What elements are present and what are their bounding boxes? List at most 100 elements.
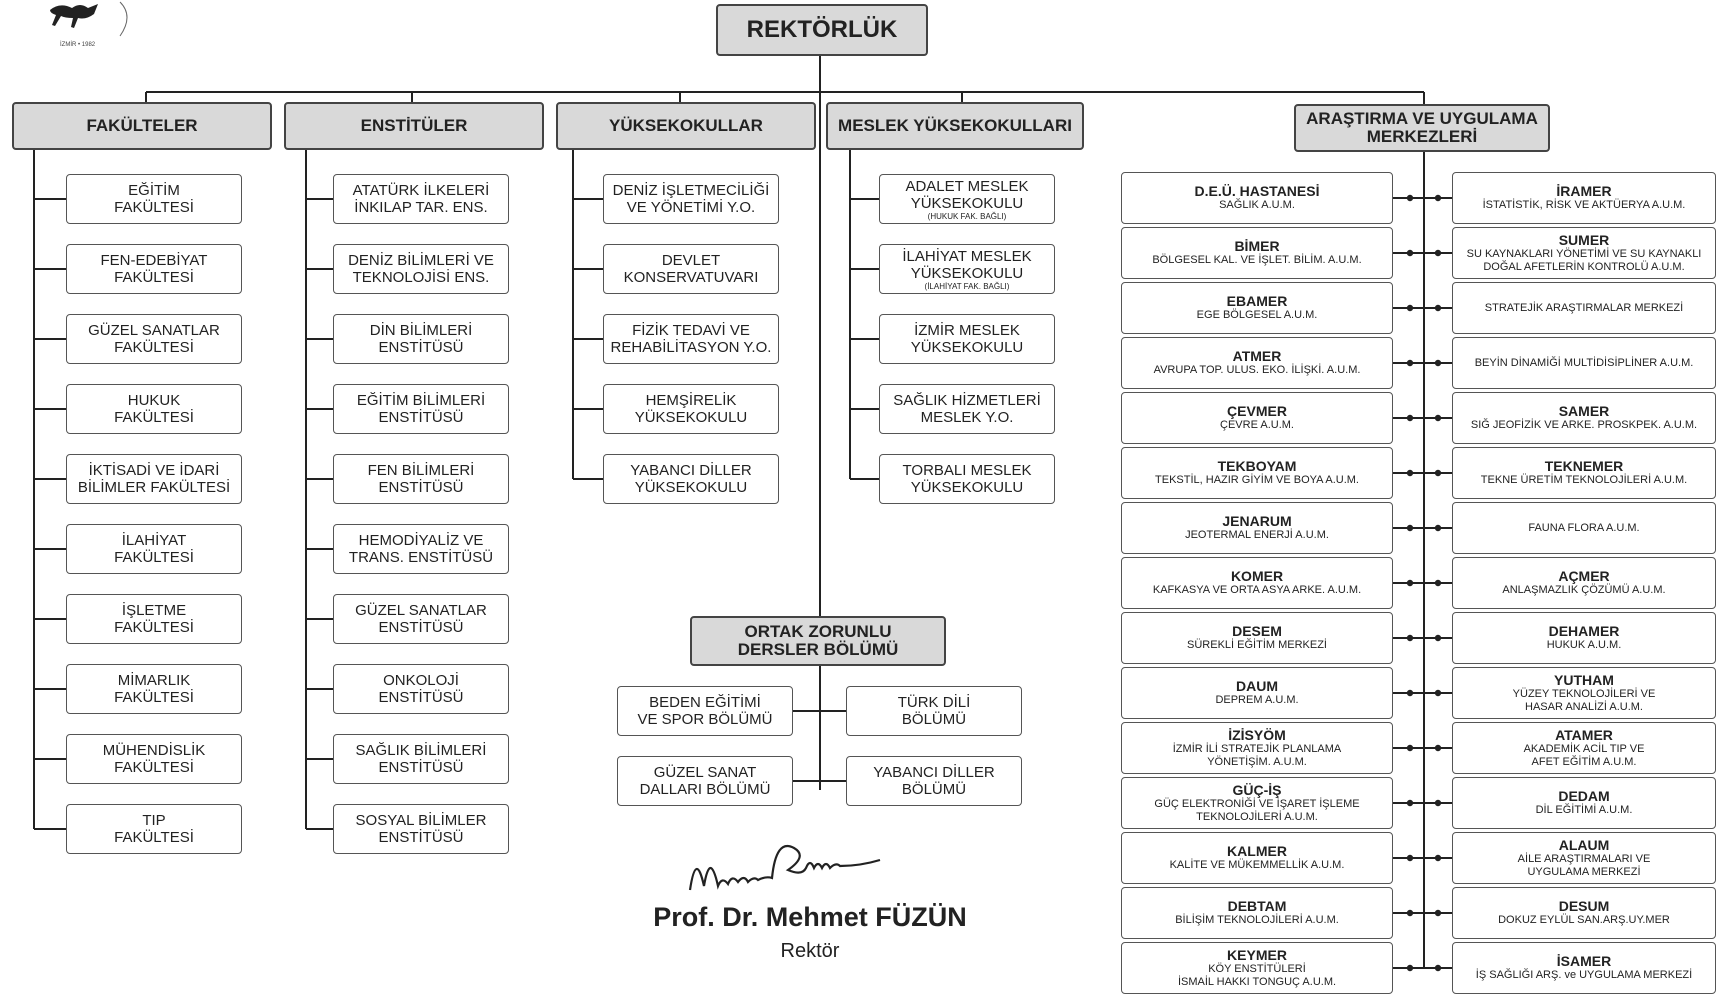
- institute-box: FEN BİLİMLERİ ENSTİTÜSÜ: [333, 454, 509, 504]
- faculty-box: GÜZEL SANATLAR FAKÜLTESİ: [66, 314, 242, 364]
- research-center-abbr: JENARUM: [1222, 513, 1292, 529]
- arastirma-merkezleri-header: ARAŞTIRMA VE UYGULAMA MERKEZLERİ: [1294, 104, 1550, 152]
- connector-dot: [1406, 469, 1414, 477]
- enstituler-header: ENSTİTÜLER: [284, 102, 544, 150]
- research-center-abbr: DEBTAM: [1227, 898, 1287, 914]
- research-center-name: DOKUZ EYLÜL SAN.ARŞ.UY.MER: [1498, 914, 1670, 926]
- research-center-abbr: İSAMER: [1556, 953, 1612, 969]
- research-center-abbr: EBAMER: [1226, 293, 1288, 309]
- research-center-name: AİLE ARAŞTIRMALARI VE UYGULAMA MERKEZİ: [1517, 852, 1651, 878]
- connector-dot: [1434, 359, 1442, 367]
- meslek-yuksekokullari-header: MESLEK YÜKSEKOKULLARI: [826, 102, 1084, 150]
- research-center-abbr: ATAMER: [1555, 726, 1613, 743]
- common-course-dept-box: BEDEN EĞİTİMİ VE SPOR BÖLÜMÜ: [617, 686, 793, 736]
- research-center-abbr: DESUM: [1558, 898, 1610, 914]
- connector-dot: [1434, 964, 1442, 972]
- research-center-abbr: İZİSYÖM: [1228, 726, 1286, 743]
- research-center-box: STRATEJİK ARAŞTIRMALAR MERKEZİ: [1452, 282, 1716, 334]
- yuksekokullar-header: YÜKSEKOKULLAR: [556, 102, 816, 150]
- vocational-school-name: SAĞLIK HİZMETLERİ MESLEK Y.O.: [893, 392, 1041, 426]
- vocational-school-name: ADALET MESLEK YÜKSEKOKULU: [905, 177, 1029, 212]
- research-center-name: GÜÇ ELEKTRONİĞİ VE İŞARET İŞLEME TEKNOLO…: [1154, 797, 1360, 823]
- research-center-box: BEYİN DİNAMİĞİ MULTİDİSİPLİNER A.U.M.: [1452, 337, 1716, 389]
- institute-box: ATATÜRK İLKELERİ İNKILAP TAR. ENS.: [333, 174, 509, 224]
- research-center-name: FAUNA FLORA A.U.M.: [1528, 521, 1640, 534]
- research-center-abbr: BİMER: [1234, 238, 1280, 254]
- faculty-box: EĞİTİM FAKÜLTESİ: [66, 174, 242, 224]
- research-center-abbr: ÇEVMER: [1227, 403, 1287, 419]
- research-center-name: BEYİN DİNAMİĞİ MULTİDİSİPLİNER A.U.M.: [1474, 356, 1694, 369]
- research-center-abbr: İRAMER: [1556, 183, 1612, 199]
- research-center-abbr: TEKNEMER: [1544, 458, 1624, 474]
- university-logo: İZMİR • 1982: [40, 0, 150, 55]
- institute-box: GÜZEL SANATLAR ENSTİTÜSÜ: [333, 594, 509, 644]
- research-center-abbr: D.E.Ü. HASTANESİ: [1194, 183, 1320, 199]
- connector-dot: [1406, 359, 1414, 367]
- research-center-name: EGE BÖLGESEL A.U.M.: [1196, 309, 1318, 321]
- research-center-abbr: ATMER: [1232, 348, 1282, 364]
- connector-dot: [1406, 579, 1414, 587]
- research-center-abbr: SAMER: [1558, 403, 1610, 419]
- research-center-name: AKADEMİK ACİL TIP VE AFET EĞİTİM A.U.M.: [1523, 742, 1645, 768]
- research-center-name: SAĞLIK A.U.M.: [1219, 199, 1295, 211]
- connector-dot: [1434, 249, 1442, 257]
- research-center-name: İŞ SAĞLIĞI ARŞ. ve UYGULAMA MERKEZİ: [1475, 969, 1693, 981]
- ortak-zorunlu-dersler-header: ORTAK ZORUNLU DERSLER BÖLÜMÜ: [690, 616, 946, 666]
- connector-dot: [1406, 414, 1414, 422]
- research-center-name: STRATEJİK ARAŞTIRMALAR MERKEZİ: [1484, 301, 1684, 314]
- research-center-abbr: GÜÇ-İŞ: [1232, 781, 1282, 798]
- research-center-name: İZMİR İLİ STRATEJİK PLANLAMA YÖNETİŞİM. …: [1172, 742, 1342, 768]
- connector-dot: [1406, 854, 1414, 862]
- research-center-name: TEKSTİL, HAZIR GİYİM VE BOYA A.U.M.: [1155, 474, 1359, 486]
- research-center-name: YÜZEY TEKNOLOJİLERİ VE HASAR ANALİZİ A.U…: [1512, 687, 1656, 713]
- common-course-dept-box: YABANCI DİLLER BÖLÜMÜ: [846, 756, 1022, 806]
- connector-dot: [1434, 304, 1442, 312]
- connector-dot: [1434, 689, 1442, 697]
- vocational-school-note: (İLAHİYAT FAK. BAĞLI): [924, 281, 1010, 291]
- research-center-name: SIĞ JEOFİZİK VE ARKE. PROSKPEK. A.U.M.: [1470, 419, 1698, 431]
- connector-dot: [1434, 579, 1442, 587]
- connector-dot: [1406, 194, 1414, 202]
- research-center-name: KAFKASYA VE ORTA ASYA ARKE. A.U.M.: [1152, 584, 1362, 596]
- faculty-box: HUKUK FAKÜLTESİ: [66, 384, 242, 434]
- faculty-box: İKTİSADİ VE İDARİ BİLİMLER FAKÜLTESİ: [66, 454, 242, 504]
- research-center-box: FAUNA FLORA A.U.M.: [1452, 502, 1716, 554]
- connector-dot: [1406, 524, 1414, 532]
- connector-dot: [1406, 799, 1414, 807]
- research-center-abbr: DESEM: [1232, 623, 1282, 639]
- logo-text: İZMİR • 1982: [60, 41, 96, 48]
- research-center-name: DEPREM A.U.M.: [1215, 694, 1299, 706]
- institute-box: EĞİTİM BİLİMLERİ ENSTİTÜSÜ: [333, 384, 509, 434]
- research-center-name: BÖLGESEL KAL. VE İŞLET. BİLİM. A.U.M.: [1152, 254, 1362, 266]
- connector-dot: [1434, 469, 1442, 477]
- institute-box: DİN BİLİMLERİ ENSTİTÜSÜ: [333, 314, 509, 364]
- faculty-box: FEN-EDEBİYAT FAKÜLTESİ: [66, 244, 242, 294]
- connector-dot: [1406, 689, 1414, 697]
- connector-dot: [1406, 964, 1414, 972]
- connector-dot: [1406, 909, 1414, 917]
- school-box: DENİZ İŞLETMECİLİĞİ VE YÖNETİMİ Y.O.: [603, 174, 779, 224]
- fakulteler-header: FAKÜLTELER: [12, 102, 272, 150]
- research-center-abbr: TEKBOYAM: [1217, 458, 1297, 474]
- research-center-name: AVRUPA TOP. ULUS. EKO. İLİŞKİ. A.U.M.: [1153, 364, 1361, 376]
- institute-box: DENİZ BİLİMLERİ VE TEKNOLOJİSİ ENS.: [333, 244, 509, 294]
- institute-box: SAĞLIK BİLİMLERİ ENSTİTÜSÜ: [333, 734, 509, 784]
- vocational-school-box: SAĞLIK HİZMETLERİ MESLEK Y.O.: [879, 384, 1055, 434]
- connector-dot: [1434, 854, 1442, 862]
